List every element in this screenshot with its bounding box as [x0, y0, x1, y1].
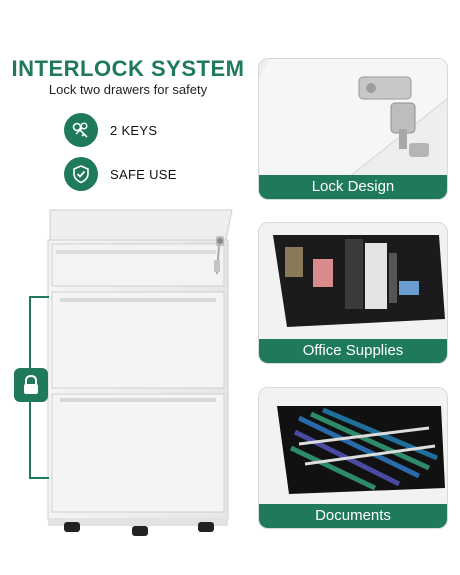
lock-closeup-image	[259, 59, 447, 178]
bracket-bottom	[29, 477, 49, 479]
panel-documents: Documents	[258, 387, 448, 529]
panel-office-supplies-caption: Office Supplies	[259, 339, 447, 363]
panel-lock-design: Lock Design	[258, 58, 448, 200]
feature-keys: 2 KEYS	[64, 112, 157, 148]
feature-safe-use-label: SAFE USE	[110, 166, 177, 182]
panel-documents-caption: Documents	[259, 504, 447, 528]
bracket-top	[29, 296, 49, 298]
page-title: INTERLOCK SYSTEM	[11, 56, 245, 81]
keys-icon	[64, 113, 98, 147]
feature-keys-label: 2 KEYS	[110, 122, 158, 138]
office-supplies-image	[259, 223, 447, 341]
feature-safe-use: SAFE USE	[64, 156, 177, 192]
panel-lock-design-caption: Lock Design	[259, 175, 447, 199]
panel-office-supplies: Office Supplies	[258, 222, 448, 364]
padlock-icon	[14, 368, 48, 402]
documents-image	[259, 388, 447, 506]
shield-check-icon	[64, 157, 98, 191]
page-subtitle: Lock two drawers for safety	[48, 82, 208, 97]
cabinet-image	[47, 209, 233, 536]
